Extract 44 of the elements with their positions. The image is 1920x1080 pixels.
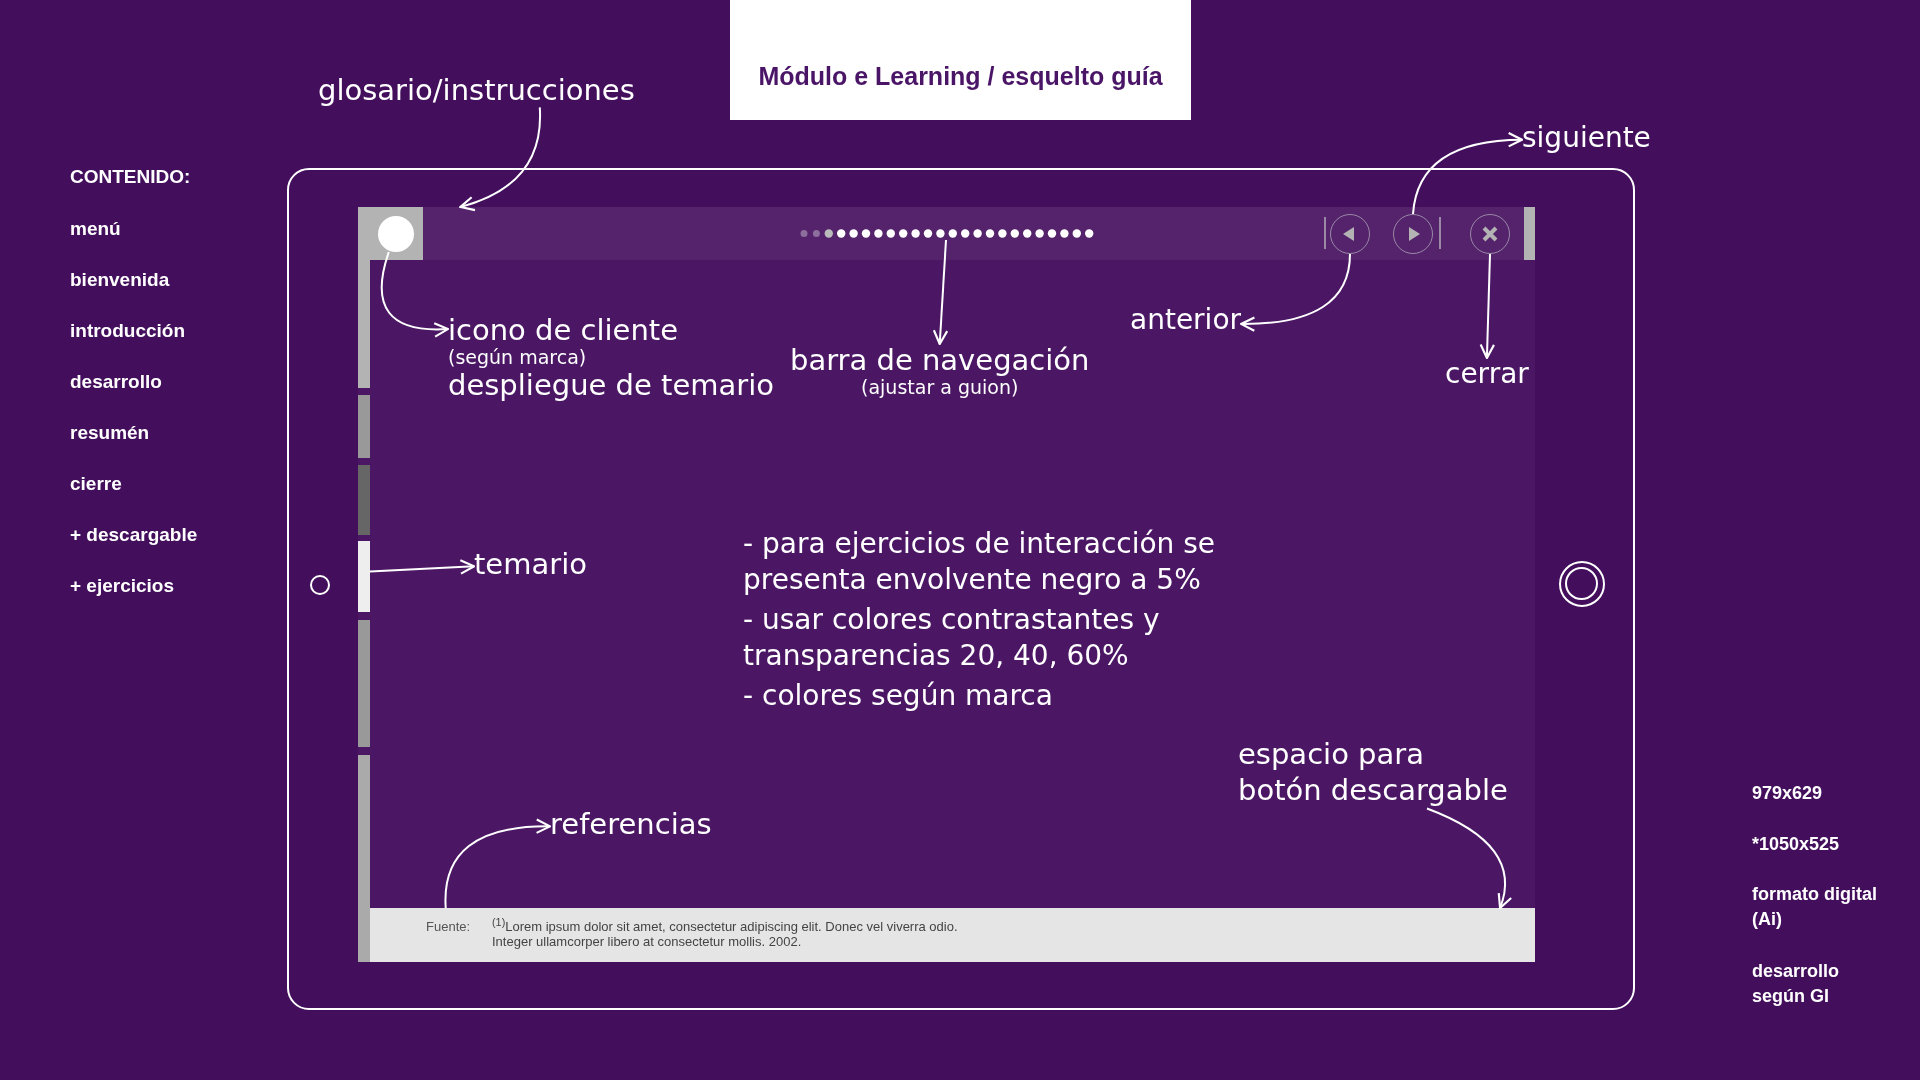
- menu-item: bienvenida: [70, 269, 170, 291]
- design-note: - usar colores contrastantes y transparencias 20, 40, 60%: [743, 602, 1161, 675]
- annotation: despliegue de temario: [448, 369, 774, 403]
- annotation: referencias: [550, 808, 712, 842]
- annotation: anterior: [1130, 304, 1242, 337]
- menu-item: resumén: [70, 422, 150, 444]
- annotation: barra de navegación: [790, 344, 1090, 378]
- arrow: [932, 239, 949, 346]
- annotation: temario: [474, 548, 587, 582]
- sidebar-segment: [358, 541, 370, 612]
- annotation: cerrar: [1445, 358, 1529, 391]
- reference-text: $^{(1)}$Lorem ipsum dolor sit amet, consectetur adipiscing elit. Donec vel viverra odio. Integer ullamcorper libero at consectetur mollis. 2002.: [492, 917, 959, 949]
- spec-note: *1050x525: [1752, 833, 1841, 856]
- menu-item: cierre: [70, 473, 122, 495]
- annotation-note: (según marca): [448, 347, 588, 370]
- spec-note: desarrollo según GI: [1752, 960, 1841, 1009]
- annotation: espacio para botón descargable: [1238, 736, 1508, 809]
- arrow: [369, 559, 476, 575]
- menu-item: introducción: [70, 320, 186, 342]
- design-note: - colores según marca: [743, 678, 1054, 714]
- spec-note: formato digital (Ai): [1752, 883, 1878, 932]
- arrow: [1240, 253, 1351, 332]
- arrow: [459, 106, 542, 211]
- arrow: [1426, 807, 1512, 910]
- arrow: [1479, 253, 1496, 360]
- title: Módulo e Learning / esquelto guía: [757, 62, 1164, 91]
- menu-item: desarrollo: [70, 371, 162, 393]
- source-label: Fuente:: [426, 919, 471, 934]
- menu-item: menú: [70, 218, 121, 240]
- spec-note: 979x629: [1752, 782, 1824, 805]
- arrow: [1412, 132, 1524, 215]
- annotation-note: (ajustar a guion): [860, 377, 1020, 400]
- menu-item: + ejercicios: [70, 575, 175, 597]
- arrow: [380, 251, 450, 338]
- annotation: glosario/instrucciones: [318, 74, 635, 108]
- top-bar: [358, 207, 1535, 260]
- progress-dots: [798, 227, 1094, 240]
- annotation: siguiente: [1522, 122, 1651, 155]
- menu-item: + descargable: [70, 524, 198, 546]
- design-note: - para ejercicios de interacción se presenta envolvente negro a 5%: [743, 526, 1217, 599]
- arrow: [444, 818, 552, 909]
- annotation: icono de cliente: [448, 314, 680, 348]
- section-heading: CONTENIDO:: [70, 166, 191, 188]
- reference-footer: [370, 908, 1535, 962]
